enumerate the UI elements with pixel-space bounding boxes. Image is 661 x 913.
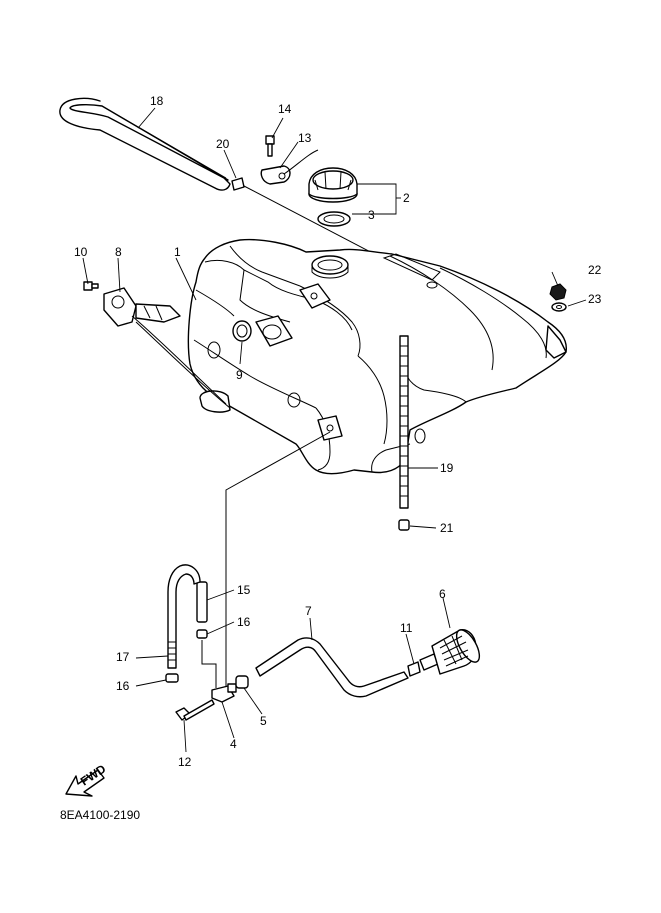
leader-lines bbox=[82, 107, 587, 753]
callout-16-lower: 16 bbox=[116, 679, 130, 693]
callout-7: 7 bbox=[305, 604, 312, 618]
part-10-screw bbox=[83, 281, 99, 291]
callout-2: 2 bbox=[403, 191, 410, 205]
part-16-clamp-upper bbox=[196, 629, 208, 639]
part-14-bolt bbox=[265, 135, 275, 157]
callout-11: 11 bbox=[400, 621, 413, 635]
callout-8: 8 bbox=[115, 245, 122, 259]
callout-15: 15 bbox=[237, 583, 251, 597]
callout-9: 9 bbox=[236, 368, 243, 382]
callout-6: 6 bbox=[439, 587, 446, 601]
part-22-nut bbox=[549, 283, 567, 301]
part-18-breather-hose bbox=[59, 97, 231, 191]
part-11-clamp bbox=[407, 661, 421, 677]
callout-10: 10 bbox=[74, 245, 88, 259]
callout-16-upper: 16 bbox=[237, 615, 251, 629]
part-19-vent-hose bbox=[399, 335, 409, 509]
callout-21: 21 bbox=[440, 521, 454, 535]
callout-13: 13 bbox=[298, 131, 312, 145]
callout-22: 22 bbox=[588, 263, 602, 277]
part-6-fuel-filter bbox=[419, 629, 481, 675]
part-13-bracket bbox=[260, 149, 319, 185]
callout-5: 5 bbox=[260, 714, 267, 728]
part-7-fuel-pipe bbox=[255, 637, 409, 698]
part-8-fuel-sender bbox=[103, 287, 231, 409]
callout-4: 4 bbox=[230, 737, 237, 751]
part-17-fuel-hose bbox=[167, 564, 201, 669]
callout-14: 14 bbox=[278, 102, 292, 116]
callout-labels: 18 14 13 20 2 3 10 8 1 22 23 9 19 21 15 … bbox=[74, 94, 602, 769]
callout-19: 19 bbox=[440, 461, 454, 475]
callout-20: 20 bbox=[216, 137, 230, 151]
callout-3: 3 bbox=[368, 208, 375, 222]
part-1-fuel-tank bbox=[187, 238, 567, 475]
part-4-fuel-cock bbox=[211, 683, 237, 703]
callout-1: 1 bbox=[174, 245, 181, 259]
part-12-bolt bbox=[175, 699, 215, 721]
callout-17: 17 bbox=[116, 650, 130, 664]
part-16-clamp-lower bbox=[165, 673, 179, 683]
part-2-fuel-cap bbox=[308, 167, 358, 203]
part-5-clamp bbox=[235, 675, 249, 689]
drawing-code: 8EA4100-2190 bbox=[60, 808, 141, 822]
part-21-cap bbox=[398, 519, 410, 531]
part-15-hose bbox=[196, 581, 208, 623]
tap-reference-line bbox=[225, 431, 331, 690]
fwd-arrow-icon: FWD bbox=[65, 761, 109, 797]
callout-18: 18 bbox=[150, 94, 164, 108]
callout-12: 12 bbox=[178, 755, 192, 769]
part-23-washer bbox=[551, 302, 567, 312]
part-3-gasket bbox=[317, 211, 351, 227]
part-20-clamp bbox=[231, 177, 245, 191]
callout-23: 23 bbox=[588, 292, 602, 306]
